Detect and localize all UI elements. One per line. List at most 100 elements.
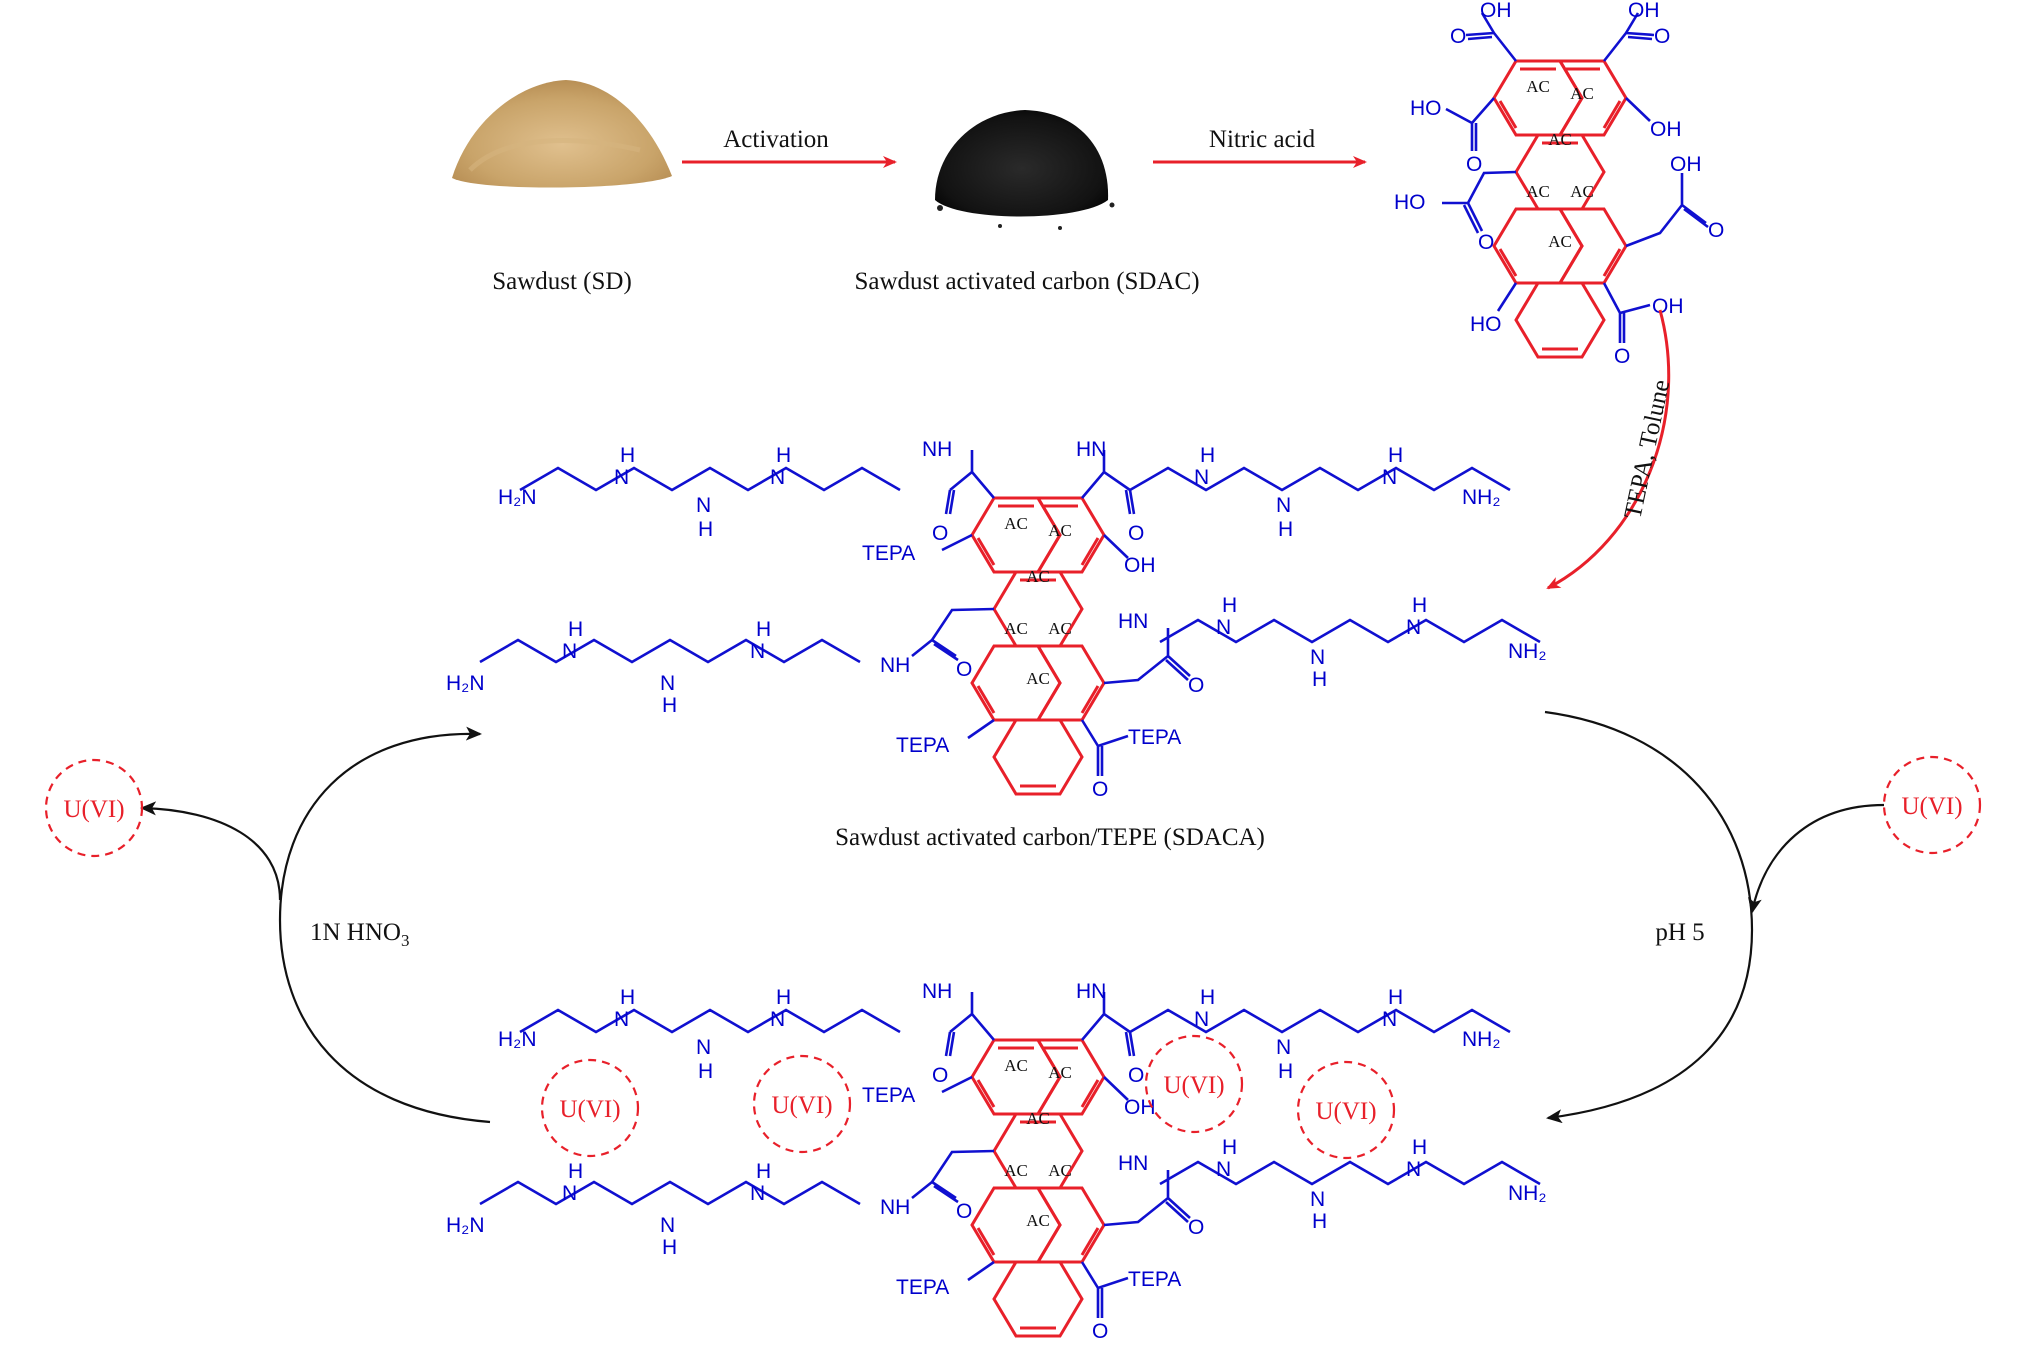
svg-text:O: O	[1128, 1064, 1144, 1087]
svg-text:O: O	[1708, 219, 1724, 242]
svg-text:H: H	[620, 986, 635, 1009]
svg-text:N: N	[770, 1008, 785, 1031]
svg-text:OH: OH	[1650, 118, 1682, 141]
svg-text:NH₂: NH₂	[1462, 1028, 1500, 1051]
desorption-label-sub: 3	[401, 931, 410, 950]
svg-text:AC: AC	[1526, 182, 1550, 201]
svg-text:N: N	[562, 640, 577, 663]
activated-carbon-label: Sawdust activated carbon (SDAC)	[854, 268, 1199, 295]
tepa-chain-mid-left: H₂N H N N H H N	[446, 618, 862, 717]
svg-text:H: H	[1388, 444, 1403, 467]
svg-text:OH: OH	[1124, 554, 1156, 577]
svg-text:AC: AC	[1548, 232, 1572, 251]
sdaca-structure: AC AC AC AC AC AC O NH O HN TEPA OH NH O…	[862, 438, 1204, 801]
activated-carbon-image	[935, 110, 1115, 230]
svg-text:O: O	[932, 522, 948, 545]
svg-text:NH₂: NH₂	[1508, 1182, 1546, 1205]
tepa-chain-mid-right: NH₂ H N N H H N	[1158, 594, 1546, 691]
desorption-cycle-arrow	[278, 726, 491, 1124]
sdaca-label: Sawdust activated carbon/TEPE (SDACA)	[835, 824, 1265, 851]
svg-text:AC: AC	[1048, 1063, 1072, 1082]
svg-text:N: N	[614, 466, 629, 489]
svg-text:AC: AC	[1004, 1161, 1028, 1180]
svg-text:U(VI): U(VI)	[1315, 1098, 1376, 1125]
svg-text:HO: HO	[1410, 97, 1442, 120]
svg-text:AC: AC	[1026, 567, 1050, 586]
uranium-released: U(VI)	[44, 758, 144, 858]
svg-text:AC: AC	[1004, 514, 1028, 533]
svg-text:O: O	[1478, 231, 1494, 254]
svg-text:H: H	[776, 444, 791, 467]
svg-text:H: H	[698, 518, 713, 541]
svg-text:N: N	[1406, 1158, 1421, 1181]
svg-text:AC: AC	[1548, 130, 1572, 149]
svg-text:OH: OH	[1652, 295, 1684, 318]
svg-text:N: N	[750, 640, 765, 663]
svg-text:N: N	[750, 1182, 765, 1205]
svg-text:N: N	[696, 1036, 711, 1059]
svg-text:AC: AC	[1004, 619, 1028, 638]
svg-text:OH: OH	[1628, 0, 1660, 22]
svg-text:N: N	[696, 494, 711, 517]
svg-text:AC: AC	[1026, 1211, 1050, 1230]
svg-text:N: N	[1194, 466, 1209, 489]
svg-text:N: N	[1216, 616, 1231, 639]
svg-text:U(VI): U(VI)	[63, 796, 124, 823]
sawdust-label: Sawdust (SD)	[492, 268, 632, 295]
svg-text:N: N	[1194, 1008, 1209, 1031]
svg-text:N: N	[770, 466, 785, 489]
loaded-tepa-chain-top-right: NH₂ H N N H H N	[1128, 986, 1512, 1083]
svg-text:H: H	[1222, 594, 1237, 617]
tepa-chain-top-left: H₂N H N N H H N	[498, 444, 902, 541]
uranium-entry-arrow	[1748, 803, 1885, 914]
svg-text:H: H	[756, 1160, 771, 1183]
svg-text:N: N	[1382, 466, 1397, 489]
svg-text:NH₂: NH₂	[1508, 640, 1546, 663]
tepa-chain-top-right: NH₂ H N N H H N	[1128, 444, 1512, 541]
svg-text:TEPA: TEPA	[1128, 1268, 1181, 1291]
uranium-bound-2: U(VI)	[752, 1054, 852, 1154]
sawdust-image	[452, 80, 672, 188]
svg-text:H₂N: H₂N	[498, 486, 536, 509]
svg-text:H₂N: H₂N	[498, 1028, 536, 1051]
loaded-tepa-chain-mid-right: NH₂ H N N H H N	[1158, 1136, 1546, 1233]
svg-text:H: H	[568, 1160, 583, 1183]
svg-text:N: N	[1310, 646, 1325, 669]
activation-label: Activation	[723, 126, 829, 153]
svg-text:O: O	[932, 1064, 948, 1087]
svg-text:O: O	[1654, 25, 1670, 48]
svg-text:H: H	[662, 694, 677, 717]
svg-text:N: N	[1406, 616, 1421, 639]
svg-text:H: H	[1200, 986, 1215, 1009]
svg-text:HO: HO	[1394, 191, 1426, 214]
svg-text:H: H	[1278, 1060, 1293, 1083]
svg-text:AC: AC	[1004, 1056, 1028, 1075]
svg-text:N: N	[660, 1214, 675, 1237]
svg-text:HN: HN	[1076, 980, 1106, 1003]
svg-text:AC: AC	[1048, 1161, 1072, 1180]
svg-text:AC: AC	[1048, 619, 1072, 638]
svg-text:OH: OH	[1670, 153, 1702, 176]
loaded-tepa-chain-top-left: H₂N H N N H H N	[498, 986, 902, 1083]
svg-text:H: H	[662, 1236, 677, 1259]
svg-text:H₂N: H₂N	[446, 672, 484, 695]
svg-text:U(VI): U(VI)	[1163, 1072, 1224, 1099]
svg-text:N: N	[562, 1182, 577, 1205]
svg-text:NH₂: NH₂	[1462, 486, 1500, 509]
svg-text:NH: NH	[880, 654, 910, 677]
svg-text:H: H	[1412, 1136, 1427, 1159]
svg-text:O: O	[1614, 345, 1630, 368]
tepa-step-arrow	[1546, 309, 1671, 590]
uranium-bound-3: U(VI)	[1144, 1034, 1244, 1134]
loaded-sdaca-structure: AC AC AC AC AC AC O NH O HN TEPA OH NH O…	[862, 980, 1204, 1343]
tepa-step-label: TEPA, Tolune	[1619, 377, 1675, 521]
uranium-bound-4: U(VI)	[1296, 1060, 1396, 1160]
oxidized-carbon-structure: AC AC AC AC AC AC OH O OH O HO O OH HO O…	[1394, 0, 1724, 368]
uranium-incoming: U(VI)	[1882, 755, 1982, 855]
svg-text:O: O	[1128, 522, 1144, 545]
svg-text:O: O	[1450, 25, 1466, 48]
svg-text:O: O	[956, 658, 972, 681]
nitric-acid-label: Nitric acid	[1209, 126, 1316, 153]
svg-text:U(VI): U(VI)	[1901, 793, 1962, 820]
svg-text:HO: HO	[1470, 313, 1502, 336]
